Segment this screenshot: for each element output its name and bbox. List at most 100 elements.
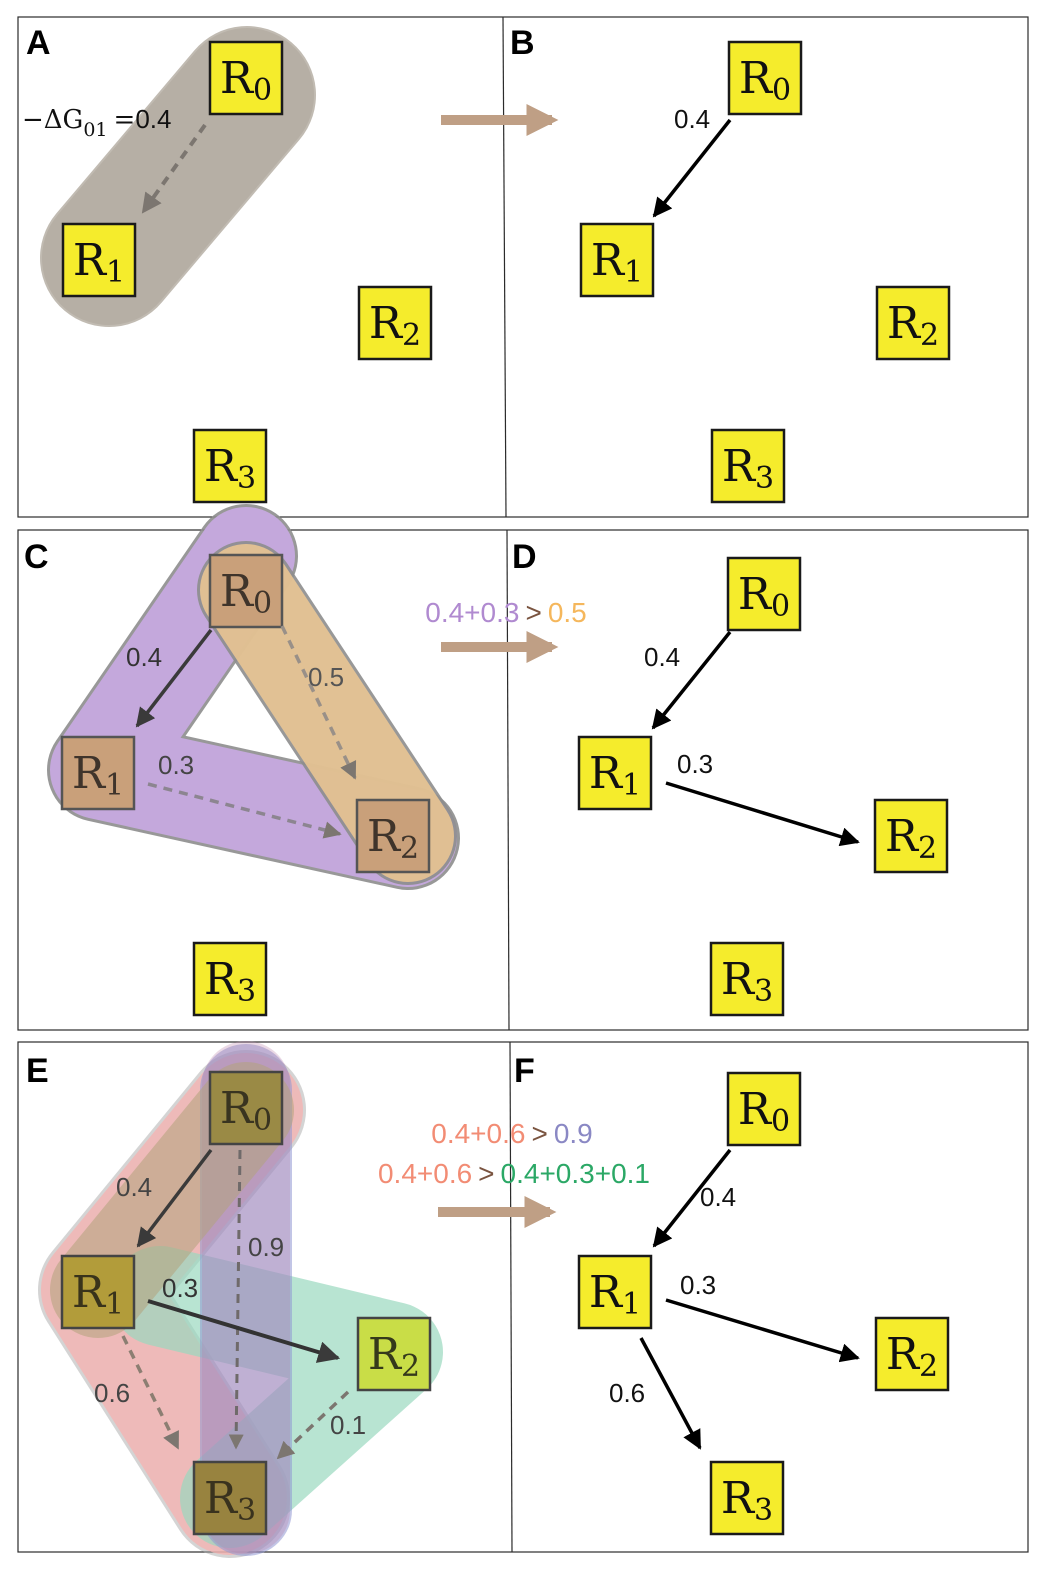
panel-label-C: C	[24, 538, 49, 576]
svg-text:R0: R0	[739, 53, 791, 108]
dashed-edge-R0-R2	[280, 625, 357, 780]
node-R2: R2	[875, 285, 951, 361]
node-R2: R2	[356, 1316, 432, 1392]
node-R2: R2	[355, 798, 431, 874]
divider-middle	[506, 529, 510, 1031]
edge-R0-R1	[652, 1148, 732, 1248]
dashed-edge-R0-R3	[228, 1149, 244, 1450]
inequality-EF-line1: 0.4+0.6>0.9	[431, 1118, 593, 1149]
edge-label-R0-R2: 0.5	[308, 662, 344, 692]
svg-text:R2: R2	[887, 298, 939, 353]
node-box	[208, 1070, 284, 1146]
edge-label-R0-R1: 0.4	[700, 1182, 736, 1212]
node-R3: R3	[192, 428, 268, 504]
svg-text:R2: R2	[369, 298, 421, 353]
node-box	[61, 222, 137, 298]
edge-label-R1-R2: 0.3	[677, 749, 713, 779]
orange-blob	[200, 544, 454, 882]
node-R0: R0	[208, 40, 284, 116]
edge-label-R0-R3: 0.9	[248, 1232, 284, 1262]
node-box	[355, 798, 431, 874]
panel-F: R0 R1 R2 R3 0.4 0.3 0.6	[577, 1071, 950, 1536]
svg-text:R3: R3	[721, 1473, 773, 1528]
edge-label-R1-R2: 0.3	[162, 1273, 198, 1303]
edge-label-R0-R1: 0.4	[644, 642, 680, 672]
edge-label-R1-R3: 0.6	[609, 1378, 645, 1408]
node-R0: R0	[726, 1071, 802, 1147]
node-R0: R0	[208, 1070, 284, 1146]
node-R2: R2	[873, 798, 949, 874]
svg-text:R0: R0	[738, 569, 790, 624]
panel-E: R0 R1 R2 R3 0.4 0.9 0.3 0.6 0.1	[38, 1041, 443, 1558]
panel-D: R0 R1 R2 R3 0.4 0.3	[577, 556, 949, 1017]
node-R1: R1	[577, 1254, 653, 1330]
panel-label-D: D	[512, 538, 537, 576]
edge-R1-R2	[147, 1299, 341, 1363]
svg-text:R2: R2	[885, 811, 937, 866]
node-R2: R2	[874, 1316, 950, 1392]
node-R0: R0	[726, 556, 802, 632]
edge-R0-R1	[136, 1148, 213, 1248]
node-index: 1	[106, 255, 125, 290]
svg-text:R1: R1	[591, 235, 643, 290]
svg-text:R1: R1	[73, 235, 125, 290]
node-letter: R	[73, 235, 108, 286]
node-box	[60, 1254, 136, 1330]
node-box	[208, 553, 284, 629]
svg-text:R3: R3	[204, 954, 256, 1009]
dashed-edge-R0-R1	[141, 123, 207, 214]
node-R3: R3	[709, 941, 785, 1017]
frame-middle	[17, 529, 1029, 1031]
frame-top	[17, 16, 1029, 518]
node-R1: R1	[577, 735, 653, 811]
edge-label-R0-R1: 0.4	[126, 642, 162, 672]
node-box	[356, 1316, 432, 1392]
edge-label-R1-R2: 0.3	[680, 1270, 716, 1300]
panel-label-E: E	[26, 1052, 49, 1090]
node-box	[192, 428, 268, 504]
node-box	[60, 735, 136, 811]
node-R1: R1	[579, 222, 655, 298]
edge-label-R0-R1: 0.4	[674, 104, 710, 134]
svg-text:R2: R2	[368, 1329, 420, 1384]
delta-g-label: −ΔG01=0.4	[22, 104, 171, 141]
svg-text:R1: R1	[589, 748, 641, 803]
edge-label-R1-R2: 0.3	[158, 750, 194, 780]
svg-text:R2: R2	[367, 811, 419, 866]
dashed-edge-R1-R2	[147, 782, 342, 839]
node-R1: R1	[61, 222, 137, 298]
panel-C: R0 R1 R2 0.4 0.5 0.3 R3	[47, 504, 460, 1017]
node-R3: R3	[709, 1460, 785, 1536]
node-R1: R1	[60, 735, 136, 811]
svg-text:R3: R3	[204, 1473, 256, 1528]
svg-text:R0: R0	[220, 566, 272, 621]
frame-bottom	[17, 1041, 1029, 1553]
panel-label-F: F	[514, 1052, 535, 1090]
inequality-CD: 0.4+0.3>0.5	[425, 597, 587, 628]
panel-label-B: B	[510, 24, 535, 62]
svg-text:R0: R0	[220, 1083, 272, 1138]
edge-R0-R1	[135, 628, 213, 728]
edge-label-R0-R1: 0.4	[116, 1172, 152, 1202]
panel-B: R0 R1 R2 R3 0.4	[579, 40, 951, 504]
node-R3: R3	[192, 941, 268, 1017]
dashed-edge-R1-R3	[121, 1335, 180, 1450]
svg-text:R3: R3	[722, 441, 774, 496]
inequality-EF-line2: 0.4+0.6>0.4+0.3+0.1	[378, 1158, 650, 1189]
node-box	[192, 1460, 268, 1536]
dashed-edge-R2-R3	[276, 1390, 350, 1460]
svg-text:R3: R3	[721, 954, 773, 1009]
edge-R0-R1	[651, 630, 732, 730]
svg-text:R3: R3	[204, 441, 256, 496]
edge-R1-R2	[665, 781, 860, 847]
panel-frames	[17, 16, 1029, 1553]
node-letter: R	[220, 53, 255, 104]
edge-R1-R3	[639, 1337, 702, 1450]
node-R1: R1	[60, 1254, 136, 1330]
panel-A: R0 R1 −ΔG01=0.4 R2 R3	[22, 26, 433, 504]
edge-R1-R2	[665, 1298, 860, 1363]
divider-bottom	[509, 1041, 513, 1553]
svg-text:R1: R1	[589, 1267, 641, 1322]
edge-label-R1-R3: 0.6	[94, 1378, 130, 1408]
